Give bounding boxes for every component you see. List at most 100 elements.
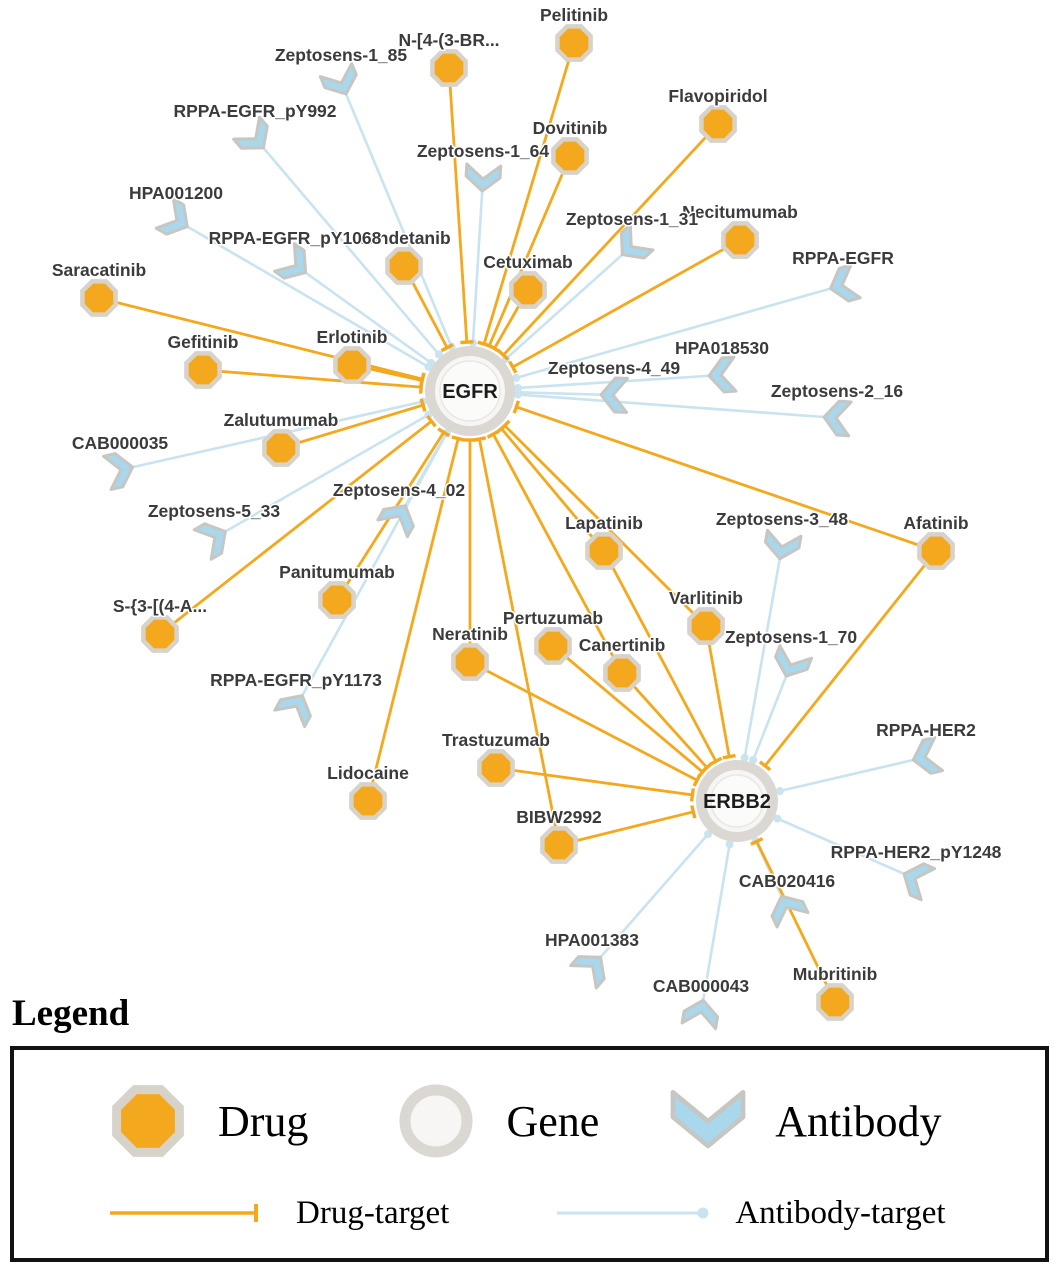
legend-drug-target-label: Drug-target — [296, 1194, 450, 1231]
drug-target-edge-necitumumab-egfr — [508, 238, 741, 374]
antibody-target-edge-rppa-egfr-py1068-egfr — [294, 263, 436, 367]
legend-gene-label: Gene — [506, 1096, 600, 1146]
antibody-target-edge-zeptosens-1-70-erbb2 — [749, 663, 793, 765]
drug-target-edge-flavopiridol-egfr — [497, 123, 720, 361]
antibody-label-zeptosens-1-64: Zeptosens-1_64 — [417, 141, 550, 161]
legend-heading: Legend — [12, 993, 130, 1034]
antibody-label-zeptosens-5-33: Zeptosens-5_33 — [148, 501, 281, 521]
antibody-label-zeptosens-3-48: Zeptosens-3_48 — [716, 509, 849, 529]
drug-target-edge-afatinib-egfr — [512, 400, 937, 553]
antibody-label-rppa-egfr-py992: RPPA-EGFR_pY992 — [173, 101, 336, 121]
drug-target-edge-trastuzumab-erbb2 — [495, 766, 695, 802]
antibody-label-rppa-egfr-py1068: RPPA-EGFR_pY1068 — [209, 228, 382, 248]
gene-node-erbb2 — [696, 760, 778, 842]
antibody-target-edge-zeptosens-5-33-egfr — [213, 410, 433, 540]
drug-node-afatinib — [917, 532, 955, 570]
antibody-node-zeptosens-2-16 — [822, 399, 853, 438]
antibody-node-zeptosens-1-31 — [619, 223, 655, 260]
antibody-node-zeptosens-1-64 — [464, 162, 503, 193]
drug-node-erlotinib — [333, 346, 371, 384]
antibody-node-hpa001383 — [569, 955, 606, 990]
label-layer: EGFRERBB2PelitinibN-[4-(3-BR...Flavopiri… — [50, 4, 1003, 998]
antibody-chevron-icon — [670, 1089, 746, 1149]
drug-label-panitumumab: Panitumumab — [279, 562, 395, 582]
drug-target-edge-lidocaine-egfr — [366, 435, 465, 802]
antibody-node-hpa001200 — [154, 197, 189, 236]
drug-node-lidocaine — [349, 782, 387, 820]
legend-drug-label: Drug — [218, 1096, 309, 1146]
antibody-label-zeptosens-1-70: Zeptosens-1_70 — [725, 627, 858, 647]
legend-item-drug-target: Drug-target — [106, 1195, 449, 1232]
drug-label-bibw2992: BIBW2992 — [516, 807, 602, 827]
antibody-label-cab000035: CAB000035 — [72, 433, 169, 453]
drug-node-pertuzumab — [534, 627, 572, 665]
antibody-target-line-icon — [557, 1207, 709, 1219]
drug-node-zalutumumab — [262, 429, 300, 467]
drug-label-dovitinib: Dovitinib — [533, 118, 608, 138]
drug-label-s-3-4-a: S-{3-[(4-A... — [113, 596, 207, 616]
antibody-node-rppa-egfr-py1173 — [273, 694, 312, 729]
antibody-node-zeptosens-1-70 — [774, 644, 814, 678]
antibody-node-rppa-egfr-py992 — [232, 115, 269, 150]
drug-label-pertuzumab: Pertuzumab — [503, 608, 603, 628]
gene-label-egfr: EGFR — [442, 381, 498, 403]
antibody-target-edge-zeptosens-1-64-egfr — [468, 177, 485, 348]
antibody-node-cab000043 — [680, 998, 720, 1031]
drug-octagon-icon — [112, 1085, 184, 1157]
drug-label-afatinib: Afatinib — [903, 513, 968, 533]
drug-label-pelitinib: Pelitinib — [540, 5, 608, 25]
antibody-label-zeptosens-1-85: Zeptosens-1_85 — [275, 45, 408, 65]
antibody-target-edge-rppa-egfr-py992-egfr — [254, 137, 443, 359]
antibody-node-cab000035 — [102, 452, 135, 491]
antibody-node-rppa-egfr-py1068 — [273, 242, 308, 280]
drug-node-dovitinib — [551, 137, 589, 175]
drug-node-gefitinib — [184, 351, 222, 389]
drug-label-erlotinib: Erlotinib — [317, 327, 388, 347]
drug-label-trastuzumab: Trastuzumab — [442, 730, 550, 750]
legend-item-antibody: Antibody — [663, 1076, 942, 1166]
antibody-label-zeptosens-1-31: Zeptosens-1_31 — [566, 209, 699, 229]
drug-target-edge-n-4-3-br-egfr — [447, 67, 474, 345]
antibody-label-cab020416: CAB020416 — [739, 871, 836, 891]
drug-target-edge-lapatinib-erbb2 — [602, 550, 723, 766]
antibody-target-edge-cab000043-erbb2 — [699, 840, 734, 1014]
drug-target-edge-varlitinib-erbb2 — [704, 625, 736, 760]
antibody-label-zeptosens-4-49: Zeptosens-4_49 — [548, 358, 681, 378]
antibody-node-zeptosens-1-85 — [318, 61, 358, 96]
drug-label-n-4-3-br: N-[4-(3-BR... — [398, 30, 499, 50]
drug-target-edge-mubritinib-erbb2 — [750, 837, 837, 1003]
antibody-target-edge-zeptosens-3-48-erbb2 — [740, 545, 784, 762]
legend-item-antibody-target: Antibody-target — [553, 1194, 946, 1232]
antibody-label-cab000043: CAB000043 — [653, 976, 750, 996]
legend-antibody-label: Antibody — [775, 1096, 942, 1146]
legend-box: Drug Gene Antibody Drug-target — [10, 1046, 1049, 1262]
antibody-label-hpa001383: HPA001383 — [545, 930, 639, 950]
antibody-target-edge-zeptosens-2-16-egfr — [513, 390, 838, 420]
drug-node-saracatinib — [80, 279, 118, 317]
network-graph: EGFRERBB2PelitinibN-[4-(3-BR...Flavopiri… — [50, 4, 1003, 1031]
drug-target-edge-pertuzumab-erbb2 — [552, 644, 709, 779]
antibody-label-hpa001200: HPA001200 — [129, 183, 223, 203]
drug-target-edge-afatinib-erbb2 — [758, 550, 938, 772]
antibody-target-edge-rppa-her2-py1248-erbb2 — [773, 814, 917, 881]
drug-node-trastuzumab — [477, 749, 515, 787]
antibody-label-zeptosens-2-16: Zeptosens-2_16 — [771, 381, 904, 401]
antibody-node-cab020416 — [770, 894, 810, 929]
antibody-target-edge-rppa-her2-erbb2 — [775, 755, 927, 796]
legend-item-drug: Drug — [100, 1073, 308, 1169]
antibody-label-rppa-her2: RPPA-HER2 — [876, 720, 976, 740]
legend-node-row: Drug Gene Antibody — [14, 1070, 1045, 1172]
antibody-node-zeptosens-4-02 — [376, 504, 415, 539]
legend-item-gene: Gene — [388, 1073, 599, 1169]
antibody-node-rppa-her2-py1248 — [902, 862, 937, 902]
legend-edge-row: Drug-target Antibody-target — [14, 1186, 1045, 1240]
drug-node-bibw2992 — [540, 826, 578, 864]
antibody-label-rppa-egfr-py1173: RPPA-EGFR_pY1173 — [210, 670, 382, 690]
drug-target-edge-canertinib-egfr — [486, 429, 624, 674]
drug-label-neratinib: Neratinib — [432, 624, 508, 644]
drug-node-canertinib — [603, 654, 641, 692]
drug-label-lidocaine: Lidocaine — [327, 763, 409, 783]
drug-label-vandetanib: Vandetanib — [357, 228, 450, 248]
legend-antibody-target-label: Antibody-target — [735, 1194, 946, 1231]
antibody-node-hpa018530 — [707, 355, 738, 394]
